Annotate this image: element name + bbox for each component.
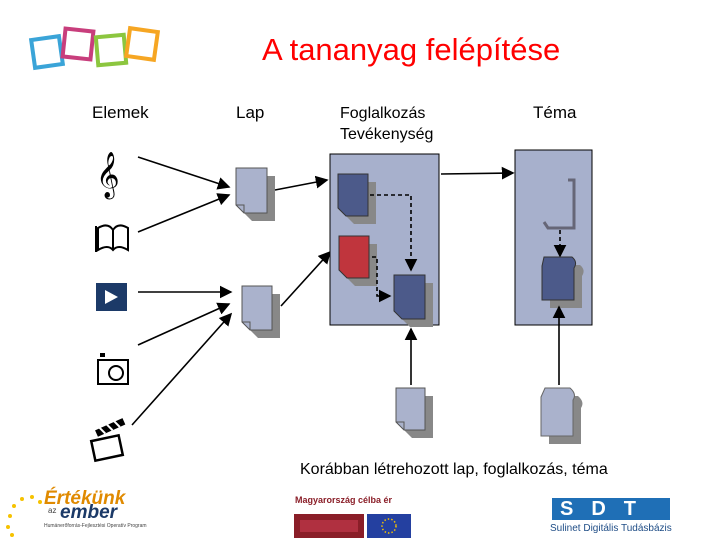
- left-logo-tagline: Humánerőforrás-Fejlesztési Operatív Prog…: [44, 523, 147, 529]
- page-to-activity-arrows: [274, 175, 332, 307]
- caption: Korábban létrehozott lap, foglalkozás, t…: [300, 461, 608, 478]
- activity-page-dark-2: [393, 274, 433, 327]
- column-heading-activity: Foglalkozás Tevékenység: [340, 103, 433, 145]
- camera-icon: [97, 353, 129, 385]
- sdt-logo-graphic: [552, 498, 670, 520]
- column-heading-activity-line1: Foglalkozás: [340, 105, 426, 122]
- decorative-squares-logo: [28, 25, 161, 71]
- eu-stars-logo: [6, 495, 42, 537]
- right-logo-name: SDT: [560, 498, 654, 520]
- element-to-page-arrows: [131, 156, 233, 426]
- middle-logo-header: Magyarország célba ér: [295, 495, 393, 505]
- activity-dashed-flow: [370, 194, 418, 303]
- left-logo-small: az: [48, 506, 57, 515]
- page-doc-1: [235, 167, 275, 221]
- left-logo-word1: Értékünk: [44, 488, 126, 509]
- column-heading-elements: Elemek: [92, 103, 149, 122]
- right-logo-tagline: Sulinet Digitális Tudásbázis: [550, 523, 672, 534]
- activity-to-topic-arrow: [440, 166, 515, 180]
- clapperboard-icon: [89, 418, 126, 463]
- column-heading-topic: Téma: [533, 103, 577, 122]
- activity-page-dark-1: [337, 173, 376, 224]
- magyar-flag-badge: [294, 514, 364, 538]
- topic-page-dark: [541, 256, 584, 308]
- column-heading-page: Lap: [236, 103, 265, 122]
- left-logo-word2: ember: [60, 502, 118, 523]
- page-doc-2: [241, 285, 280, 338]
- previous-topic-doc: [540, 387, 583, 444]
- previous-page-doc: [395, 387, 433, 438]
- play-icon: [96, 283, 127, 311]
- page-title: A tananyag felépítése: [262, 32, 561, 67]
- activity-page-red: [338, 235, 377, 286]
- music-note-icon: 𝄞: [96, 152, 120, 200]
- column-heading-activity-line2: Tevékenység: [340, 126, 434, 143]
- previous-to-frame-arrows: [404, 305, 566, 385]
- svg-text:𝄞: 𝄞: [96, 152, 120, 200]
- book-icon: [95, 224, 129, 252]
- eu-flag-badge: [367, 514, 411, 538]
